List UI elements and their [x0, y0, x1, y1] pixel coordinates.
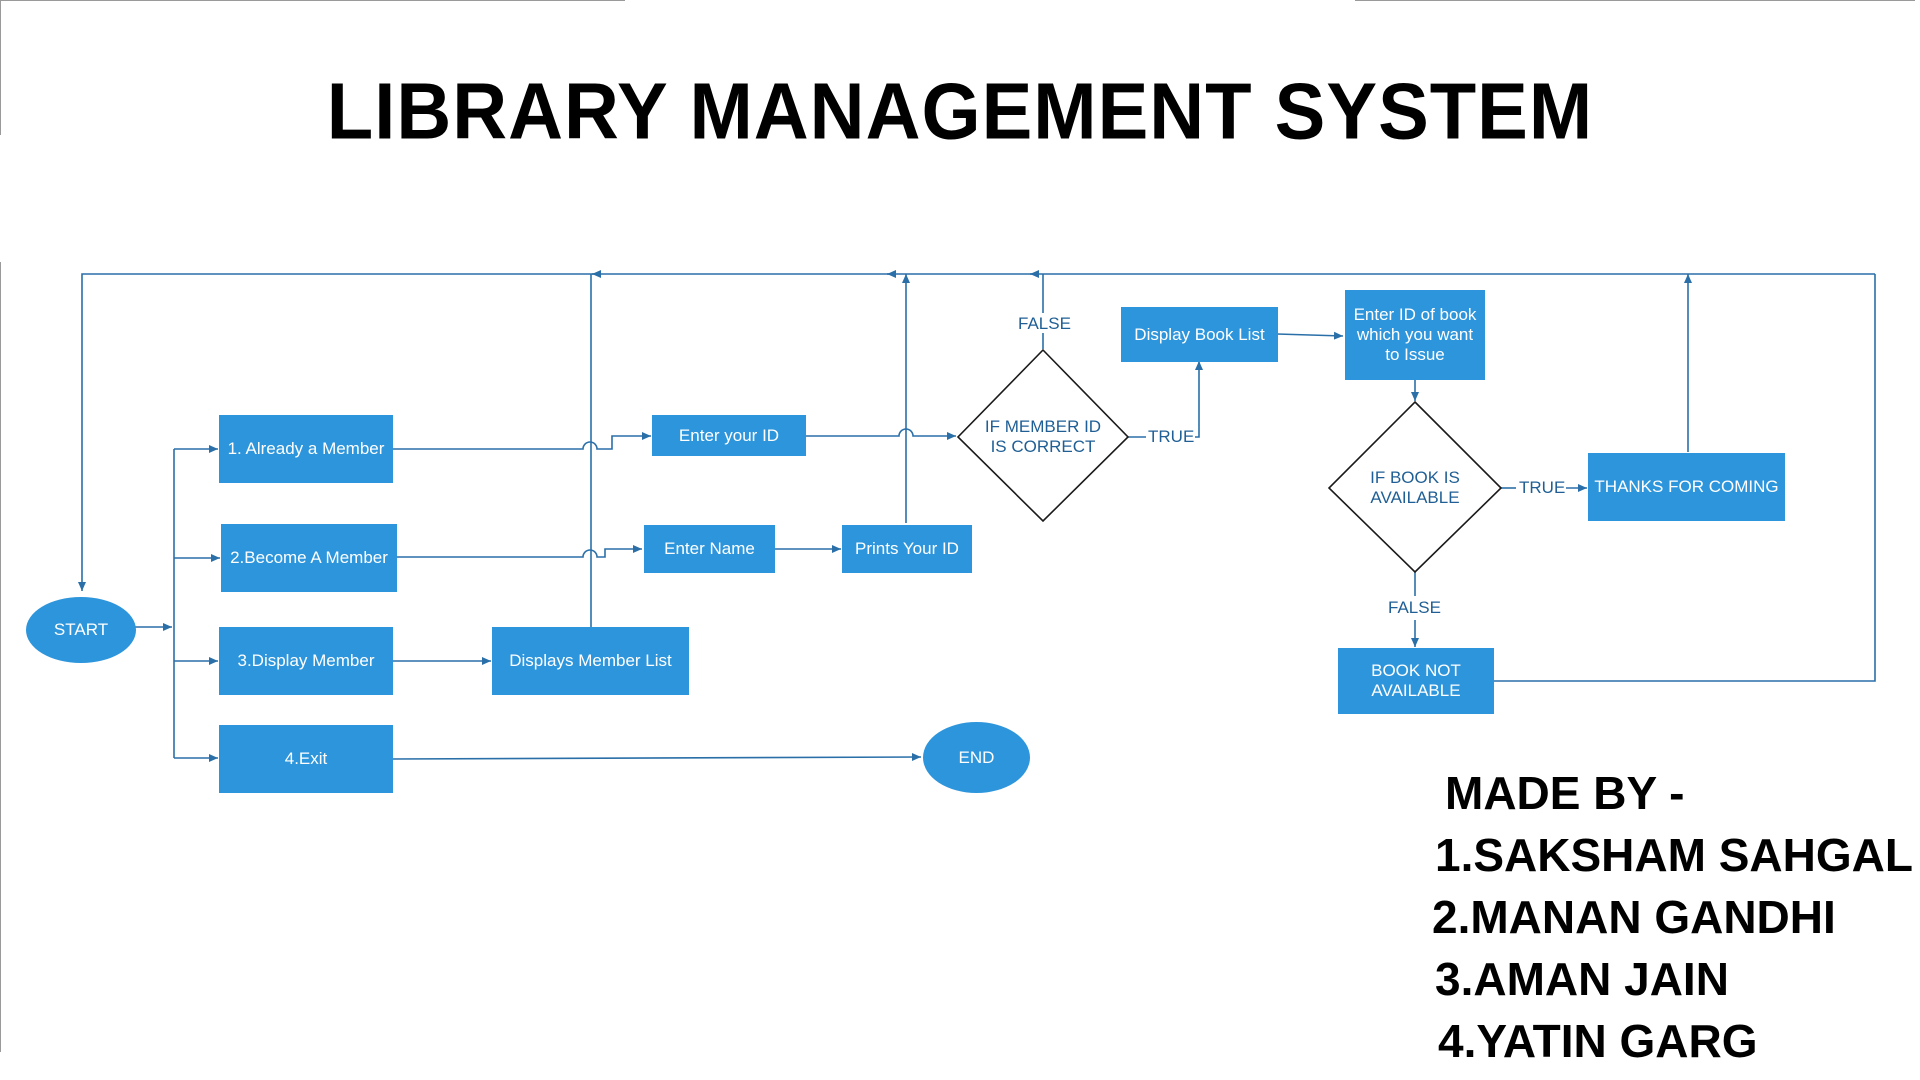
page-title: LIBRARY MANAGEMENT SYSTEM — [326, 66, 1594, 157]
enter-id-node: Enter your ID — [652, 415, 806, 456]
display-book-list-node: Display Book List — [1121, 307, 1278, 362]
member-false-label: FALSE — [1017, 314, 1072, 333]
prints-id-node: Prints Your ID — [842, 525, 972, 573]
book-false-label: FALSE — [1387, 598, 1442, 617]
book-decision-label: IF BOOK IS AVAILABLE — [1370, 468, 1460, 507]
top-return-line — [78, 273, 1875, 591]
left-border-line-top — [0, 0, 1, 135]
enter-book-id-node: Enter ID of book which you want to Issue — [1345, 290, 1485, 380]
credits-heading: MADE BY - — [1445, 767, 1685, 819]
member-true-path-2 — [1174, 361, 1203, 438]
thanks-node: THANKS FOR COMING — [1588, 453, 1785, 521]
display-member-node: 3.Display Member — [219, 627, 393, 695]
top-left-border-line — [0, 0, 625, 1]
book-not-available-return — [1493, 274, 1876, 682]
exit-node: 4.Exit — [219, 725, 393, 793]
become-to-entername — [396, 545, 642, 558]
already-to-enterid — [392, 432, 651, 450]
credit-name-4: 4.YATIN GARG — [1438, 1015, 1758, 1067]
displays-member-list-node: Displays Member List — [492, 627, 689, 695]
member-true-label: TRUE — [1147, 427, 1196, 446]
left-border-line-bottom — [0, 262, 1, 1052]
credit-name-2: 2.MANAN GANDHI — [1432, 891, 1836, 943]
book-decision-diamond — [1327, 400, 1503, 574]
start-node: START — [26, 597, 136, 663]
credit-name-3: 3.AMAN JAIN — [1435, 953, 1729, 1005]
book-not-available-node: BOOK NOT AVAILABLE — [1338, 648, 1494, 714]
credit-name-1: 1.SAKSHAM SAHGAL — [1435, 829, 1913, 881]
become-member-node: 2.Become A Member — [221, 524, 397, 592]
end-node: END — [923, 722, 1030, 793]
member-decision-diamond — [956, 348, 1130, 523]
enter-name-node: Enter Name — [644, 525, 775, 573]
member-decision-label: IF MEMBER ID IS CORRECT — [984, 417, 1102, 456]
enterid-to-decision — [805, 428, 956, 440]
booklist-to-enterbookid — [1276, 331, 1344, 340]
already-member-node: 1. Already a Member — [219, 415, 393, 483]
top-right-border-line — [1355, 0, 1915, 1]
book-true-label: TRUE — [1518, 478, 1567, 497]
exit-to-end — [391, 753, 922, 762]
